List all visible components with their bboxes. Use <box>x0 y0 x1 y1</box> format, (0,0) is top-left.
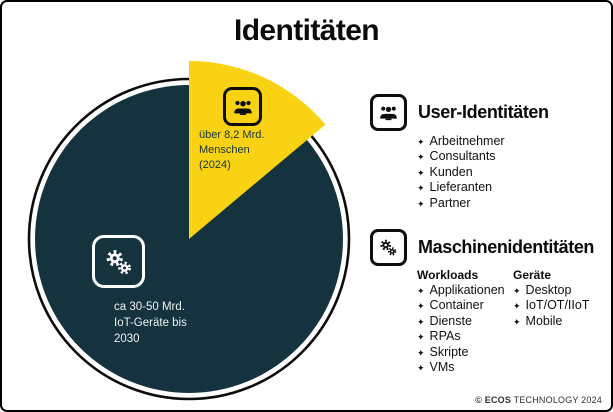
group-icon-glyph <box>233 100 252 115</box>
copyright-footer: © ECOS TECHNOLOGY 2024 <box>475 395 602 405</box>
diamond-bullet-icon: ✦ <box>417 184 425 195</box>
list-item: ✦ RPAs <box>417 329 513 345</box>
footer-text: TECHNOLOGY 2024 <box>511 395 602 405</box>
diamond-bullet-icon: ✦ <box>417 153 425 164</box>
list-item-label: Container <box>429 298 484 313</box>
list-item-label: Skripte <box>429 344 469 359</box>
list-item: ✦ Applikationen <box>417 283 513 299</box>
diamond-bullet-icon: ✦ <box>417 348 425 359</box>
list-item-label: Partner <box>429 195 471 210</box>
section-title-machine-identities: Maschinenidentitäten <box>418 237 595 257</box>
list-item: ✦ Container <box>417 298 513 314</box>
list-item-label: Desktop <box>525 283 572 297</box>
list-item: ✦ Partner <box>417 195 611 212</box>
diamond-bullet-icon: ✦ <box>513 317 521 328</box>
diamond-bullet-icon: ✦ <box>417 168 425 179</box>
group-icon <box>223 87 262 126</box>
devices-column: Geräte ✦ Desktop ✦ IoT/OT/IIoT ✦ Mobile <box>513 268 609 376</box>
list-item-label: Consultants <box>429 149 496 164</box>
user-identities-list: ✦ Arbeitnehmer ✦ Consultants ✦ Kunden ✦ Lief… <box>417 134 611 212</box>
list-item: ✦ Mobile <box>513 313 609 330</box>
diamond-bullet-icon: ✦ <box>417 199 425 210</box>
gears-icon <box>370 229 407 266</box>
user-identities-section: User-Identitäten ✦ Arbeitnehmer ✦ Consulta… <box>370 94 611 212</box>
page-title: Identitäten <box>233 14 380 47</box>
list-item: ✦ Arbeitnehmer <box>417 134 611 150</box>
list-item-label: Dienste <box>429 313 472 328</box>
gears-icon-glyph <box>380 239 397 256</box>
group-icon <box>370 94 407 131</box>
list-item: ✦ Kunden <box>417 164 611 181</box>
list-item-label: IoT/OT/IIoT <box>525 298 590 313</box>
list-item: ✦ Dienste <box>417 313 513 330</box>
diamond-bullet-icon: ✦ <box>417 138 425 148</box>
gears-icon-glyph <box>106 249 131 274</box>
diamond-bullet-icon: ✦ <box>417 302 425 313</box>
list-item: ✦ Lieferanten <box>417 180 611 196</box>
diamond-bullet-icon: ✦ <box>513 287 521 297</box>
pie-chart <box>27 60 351 401</box>
section-title-user-identities: User-Identitäten <box>418 102 549 122</box>
list-item-label: Arbeitnehmer <box>429 134 505 148</box>
diamond-bullet-icon: ✦ <box>417 333 425 344</box>
list-item: ✦ Desktop <box>513 283 609 299</box>
column-header-devices: Geräte <box>513 268 552 282</box>
workloads-column: Workloads ✦ Applikationen ✦ Container ✦ Die… <box>417 268 513 376</box>
diamond-bullet-icon: ✦ <box>417 364 425 375</box>
brand-name: © ECOS <box>475 395 512 405</box>
list-item: ✦ Consultants <box>417 149 611 165</box>
list-item-label: Mobile <box>525 313 563 328</box>
gears-icon <box>92 235 145 288</box>
list-item-label: Kunden <box>429 164 473 179</box>
group-icon-glyph <box>380 106 397 121</box>
diamond-bullet-icon: ✦ <box>417 287 425 297</box>
slice-label-iot: ca 30-50 Mrd. IoT-Geräte bis 2030 <box>114 301 187 345</box>
list-item: ✦ VMs <box>417 360 513 376</box>
list-item-label: RPAs <box>429 329 461 344</box>
slice-label-people: über 8,2 Mrd. Menschen (2024) <box>199 129 265 171</box>
diamond-bullet-icon: ✦ <box>417 317 425 328</box>
list-item: ✦ IoT/OT/IIoT <box>513 298 609 314</box>
list-item-label: Lieferanten <box>429 180 493 195</box>
diamond-bullet-icon: ✦ <box>513 302 521 313</box>
machine-identities-section: Maschinenidentitäten Workloads ✦ Applikat… <box>370 229 611 376</box>
list-item: ✦ Skripte <box>417 344 513 361</box>
list-item-label: VMs <box>429 360 455 375</box>
column-header-workloads: Workloads <box>417 268 479 282</box>
list-item-label: Applikationen <box>429 283 505 297</box>
